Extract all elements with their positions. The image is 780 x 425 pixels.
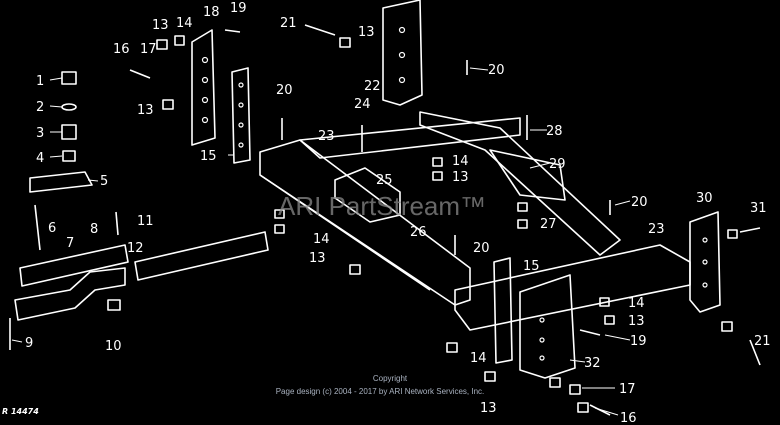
callout-15[interactable]: 15 [200,149,217,164]
callout-13[interactable]: 13 [309,251,326,266]
cross-bar [419,111,621,256]
callout-6[interactable]: 6 [48,221,56,236]
callout-31[interactable]: 31 [750,201,767,216]
bracket-32 [519,274,576,379]
copyright-line-2: Page design (c) 2004 - 2017 by ARI Netwo… [276,387,485,396]
figure-reference: R 14474 [2,407,39,416]
callout-8[interactable]: 8 [90,222,98,237]
callout-14[interactable]: 14 [176,16,193,31]
callout-27[interactable]: 27 [540,217,557,232]
bracket-18 [191,29,216,146]
callout-10[interactable]: 10 [105,339,122,354]
callout-19[interactable]: 19 [630,334,647,349]
callout-13[interactable]: 13 [152,18,169,33]
callout-23[interactable]: 23 [648,222,665,237]
callout-26[interactable]: 26 [410,225,427,240]
watermark: ARI PartStream™ [278,191,486,221]
nuts [156,35,738,413]
callout-25[interactable]: 25 [376,173,393,188]
callout-20[interactable]: 20 [473,241,490,256]
callout-24[interactable]: 24 [354,97,371,112]
bracket-22 [382,0,423,106]
callout-labels: 1 2 3 4 5 6 7 8 9 10 11 12 13 14 16 17 1… [25,1,771,425]
callout-29[interactable]: 29 [549,157,566,172]
callout-12[interactable]: 12 [127,241,144,256]
callout-13[interactable]: 13 [628,314,645,329]
callout-14[interactable]: 14 [470,351,487,366]
callout-17[interactable]: 17 [140,42,157,57]
callout-7[interactable]: 7 [66,236,74,251]
callout-32[interactable]: 32 [584,356,601,371]
callout-14[interactable]: 14 [452,154,469,169]
leader-lines [11,67,631,416]
callout-3[interactable]: 3 [36,126,44,141]
hitch-bars [14,171,269,321]
frame-rail-rear [299,117,521,159]
callout-21[interactable]: 21 [754,334,771,349]
callout-16[interactable]: 16 [113,42,130,57]
callout-30[interactable]: 30 [696,191,713,206]
callout-18[interactable]: 18 [203,5,220,20]
callout-22[interactable]: 22 [364,79,381,94]
callout-13[interactable]: 13 [452,170,469,185]
callout-13[interactable]: 13 [137,103,154,118]
hardware-stack [9,71,121,350]
callout-23[interactable]: 23 [318,129,335,144]
bolts [129,24,761,416]
callout-28[interactable]: 28 [546,124,563,139]
bracket-30 [689,211,721,313]
callout-19[interactable]: 19 [230,1,247,16]
callout-20[interactable]: 20 [488,63,505,78]
callout-21[interactable]: 21 [280,16,297,31]
callout-16[interactable]: 16 [620,411,637,425]
callout-13[interactable]: 13 [480,401,497,416]
callout-11[interactable]: 11 [137,214,154,229]
callout-2[interactable]: 2 [36,100,44,115]
callout-14[interactable]: 14 [313,232,330,247]
callout-9[interactable]: 9 [25,336,33,351]
callout-20[interactable]: 20 [631,195,648,210]
callout-5[interactable]: 5 [100,174,108,189]
bar-15-top [231,67,251,164]
center-plate [334,167,401,223]
callout-4[interactable]: 4 [36,151,44,166]
frame-rail-left [259,139,471,306]
copyright-line-1: Copyright [373,374,408,383]
callout-20[interactable]: 20 [276,83,293,98]
callout-15[interactable]: 15 [523,259,540,274]
callout-17[interactable]: 17 [619,382,636,397]
bar-15-bottom [493,257,513,364]
callout-1[interactable]: 1 [36,74,44,89]
callout-14[interactable]: 14 [628,296,645,311]
callout-13[interactable]: 13 [358,25,375,40]
